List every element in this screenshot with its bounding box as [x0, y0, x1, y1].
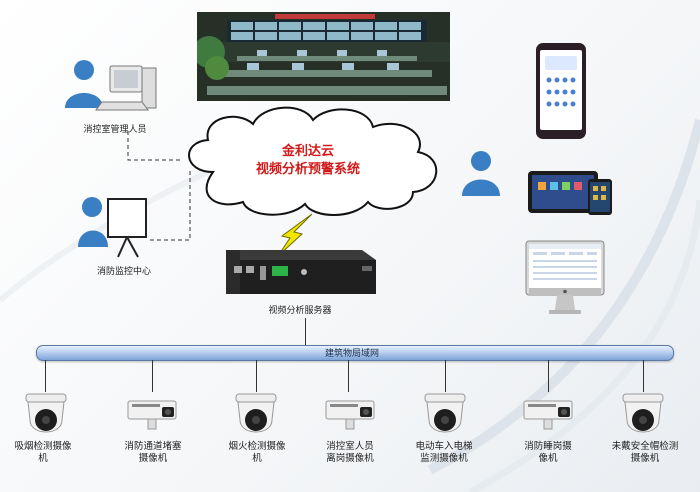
camera-label-sleeping-on-duty: 消防睡岗摄像机: [524, 441, 572, 464]
camera-label-smoke-fire: 烟火检测摄像机: [228, 441, 286, 464]
camera-label-no-helmet: 未戴安全帽检测摄像机: [611, 441, 679, 464]
server-box-icon: [226, 250, 376, 294]
monitor-center-icon: [78, 197, 147, 258]
cloud-shape: [188, 106, 438, 216]
control-room-image-icon: [197, 12, 450, 101]
monitor-center-label: 消防监控中心: [96, 267, 151, 277]
bullet-camera-icon: [523, 400, 573, 430]
dome-camera-icon: [235, 393, 277, 433]
bullet-camera-icon: [325, 400, 375, 430]
server-uplink-line: [305, 318, 306, 346]
cloud-title: 金利达云 视频分析预警系统: [223, 143, 393, 179]
cloud-title-line1: 金利达云: [281, 144, 334, 159]
camera-label-smoking: 吸烟检测摄像机: [14, 441, 72, 464]
camera-drop-line: [548, 360, 549, 392]
lan-bus-label: 建筑物局域网: [325, 349, 380, 359]
control-room-photo: [197, 12, 450, 101]
camera-drop-line: [643, 360, 644, 392]
bullet-camera-icon: [127, 400, 177, 430]
camera-label-staff-absence: 消控室人员离岗摄像机: [326, 441, 374, 464]
dome-camera-icon: [424, 393, 466, 433]
server-label: 视频分析服务器: [268, 306, 332, 316]
monitor-icon: [525, 240, 605, 314]
lan-bus: [36, 345, 674, 361]
person-head-icon: [74, 60, 94, 80]
camera-label-ebike-elevator: 电动车入电梯监测摄像机: [415, 441, 473, 464]
person-head-icon: [82, 197, 102, 217]
smartphone-icon: [536, 43, 586, 139]
tablet-icon: [528, 171, 612, 215]
person-head-icon: [471, 151, 491, 171]
dome-camera-icon: [622, 393, 664, 433]
camera-drop-line: [445, 360, 446, 392]
control-room-staff-icon: [65, 60, 157, 111]
dome-camera-icon: [25, 393, 67, 433]
control-room-staff-label: 消控室管理人员: [83, 125, 147, 135]
cloud-title-line2: 视频分析预警系统: [255, 162, 360, 177]
camera-drop-line: [348, 360, 349, 392]
camera-label-fire-passage: 消防通道堵塞摄像机: [124, 441, 182, 464]
mobile-user-icon: [462, 151, 500, 196]
camera-drop-line: [256, 360, 257, 392]
camera-drop-line: [152, 360, 153, 392]
camera-drop-line: [45, 360, 46, 392]
